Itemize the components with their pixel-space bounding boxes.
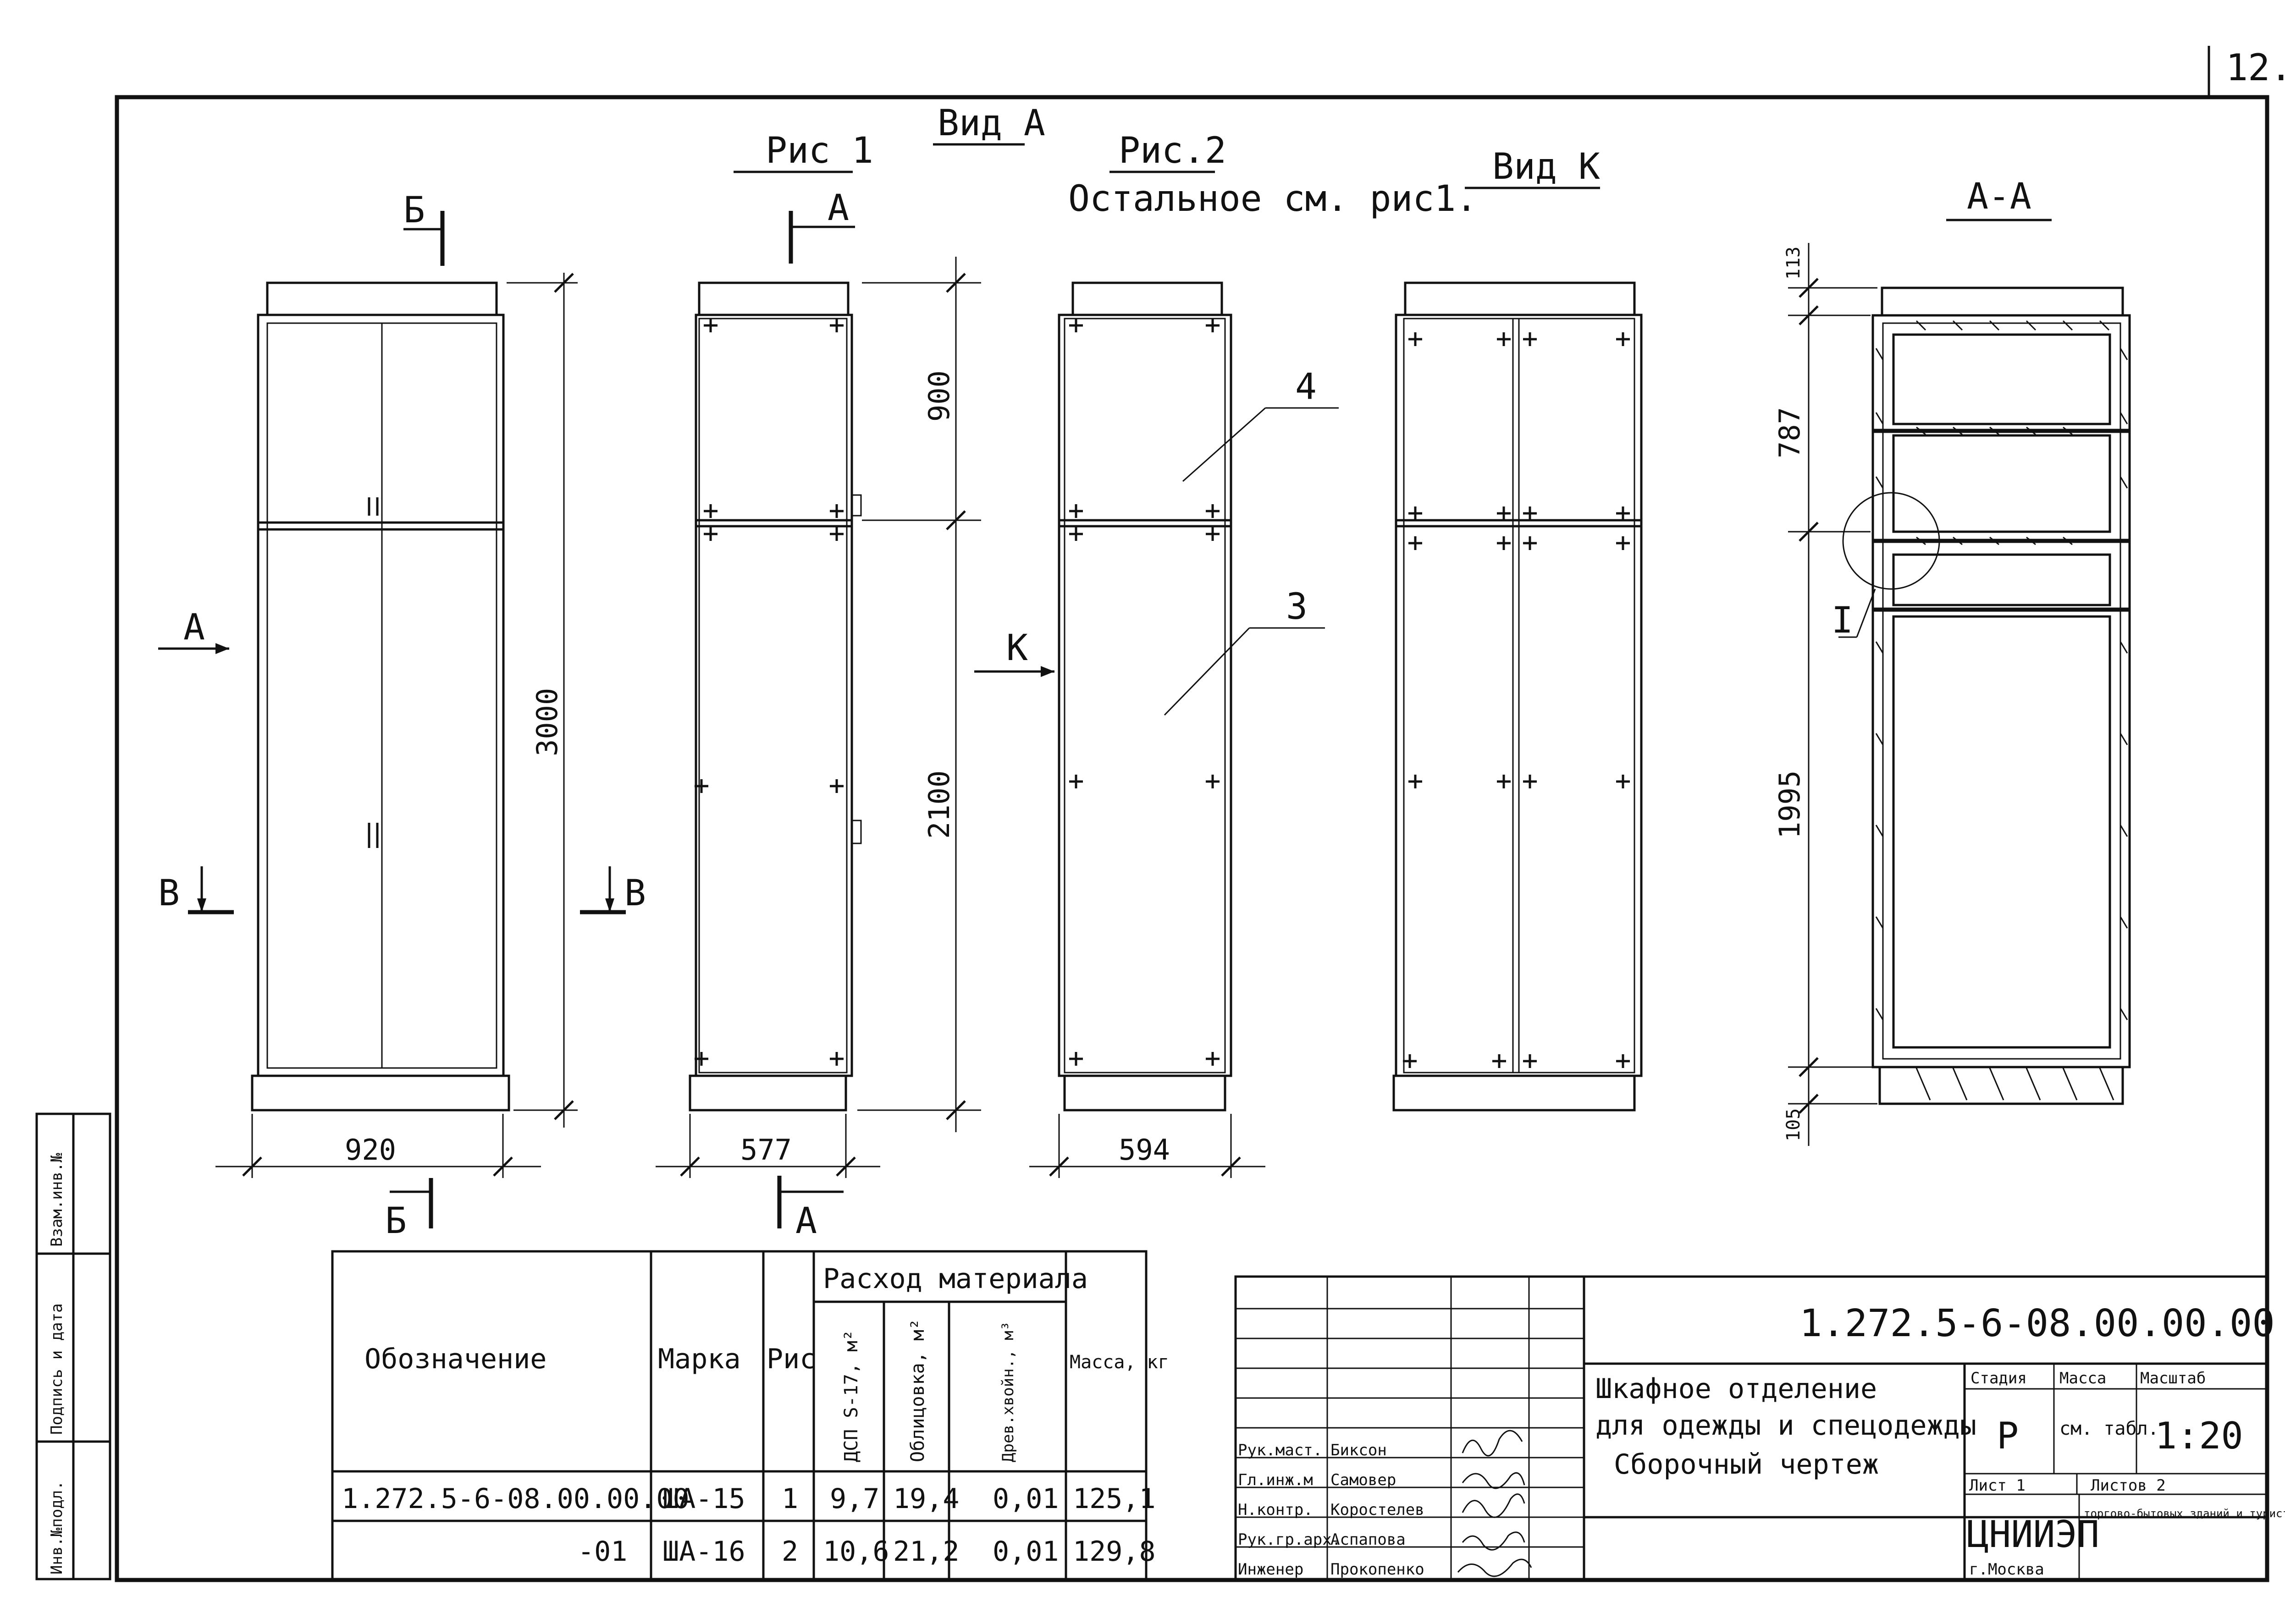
sig-name-3: Коростелев (1330, 1501, 1424, 1519)
title-section-aa: А-А (1967, 176, 2031, 217)
section-aa: I 113 787 1995 105 (1773, 243, 2131, 1146)
scale-label: Масштаб (2140, 1369, 2206, 1387)
org-name: ЦНИИЭП (1967, 1513, 2099, 1556)
position-4: 4 (1295, 366, 1317, 407)
cut-mark-v-left: В (158, 866, 234, 914)
sig-role-2: Гл.инж.м (1238, 1471, 1313, 1489)
dim-width-side2: 594 (1119, 1133, 1170, 1167)
svg-text:А: А (828, 187, 849, 229)
svg-text:К: К (1006, 628, 1028, 669)
dim-sec-base: 105 (1783, 1108, 1804, 1141)
title-ris1: Рис 1 (766, 130, 873, 171)
spec-table: Обозначение Марка Рис Расход материала Д… (331, 1250, 1169, 1580)
cut-mark-v-right: В (580, 866, 646, 914)
sig-name-4: Аспапова (1330, 1530, 1406, 1549)
cut-mark-b-top: Б (403, 190, 445, 266)
row1-oblic: 19,4 (893, 1483, 960, 1515)
cut-mark-a-top: А (789, 187, 855, 264)
stamp-vzam: Взам.инв.№ (48, 1153, 66, 1247)
title-block: 1.272.5-6-08.00.00.00 СБ Шкафное отделен… (1234, 1275, 2285, 1580)
sheet-number: Лист 1 (1969, 1476, 2026, 1495)
view-ris1-side: 577 900 2100 (656, 257, 981, 1178)
cut-mark-a-bottom: А (777, 1176, 844, 1242)
stamp-inv-podl: Инв.№подл. (48, 1481, 66, 1574)
view-k (1392, 281, 1643, 1112)
head-designation: Обозначение (364, 1343, 546, 1375)
dim-height-upper: 900 (922, 370, 956, 422)
row2-designation: -01 (578, 1536, 627, 1568)
title-ris2: Рис.2 (1119, 130, 1226, 171)
doc-title-3: Сборочный чертеж (1614, 1448, 1879, 1481)
title-ris2-note: Остальное см. рис1. (1068, 178, 1477, 220)
sig-role-4: Рук.гр.арх. (1238, 1530, 1341, 1549)
row1-drev: 0,01 (993, 1483, 1059, 1515)
head-ris: Рис (767, 1343, 816, 1375)
row2-ris: 2 (782, 1536, 798, 1568)
view-ris2: 594 4 3 (1029, 281, 1339, 1178)
svg-text:В: В (624, 873, 646, 914)
row1-marka: ША-15 (662, 1483, 745, 1515)
svg-text:А: А (183, 607, 205, 648)
cut-mark-b-bottom: Б (385, 1178, 433, 1242)
stage-value: Р (1997, 1415, 2019, 1457)
dim-width-side: 577 (740, 1133, 792, 1167)
dim-sec-top: 113 (1783, 247, 1804, 280)
sig-role-3: Н.контр. (1238, 1501, 1313, 1519)
doc-title-1: Шкафное отделение (1595, 1373, 1877, 1405)
title-vid-k: Вид К (1492, 146, 1600, 187)
svg-text:В: В (158, 873, 180, 914)
row2-mass: 129,8 (1073, 1536, 1156, 1568)
row1-designation: 1.272.5-6-08.00.00.00 (342, 1483, 690, 1515)
corner-number: 12. (2226, 46, 2285, 89)
dim-width-front: 920 (345, 1133, 396, 1167)
view-titles: Вид А Рис 1 Рис.2 Остальное см. рис1. Ви… (734, 103, 2052, 221)
dim-height-lower: 2100 (922, 771, 956, 839)
doc-title-2: для одежды и спецодежды (1595, 1409, 1976, 1442)
row1-mass: 125,1 (1073, 1483, 1156, 1515)
detail-mark: I (1832, 600, 1853, 641)
head-marka: Марка (658, 1343, 741, 1375)
svg-text:Б: Б (403, 190, 425, 231)
row2-oblic: 21,2 (893, 1536, 960, 1568)
view-arrow-k: К (974, 628, 1054, 677)
head-oblic: Облицовка, м² (907, 1319, 928, 1462)
handwritten-signatures (1457, 1430, 1532, 1577)
sig-name-5: Прокопенко (1330, 1560, 1424, 1579)
head-drev: Древ.хвойн., м³ (999, 1321, 1017, 1462)
row2-marka: ША-16 (662, 1536, 745, 1568)
side-stamp: Инв.№подл. Подпись и дата Взам.инв.№ (35, 1112, 111, 1580)
sig-role-5: Инженер (1238, 1560, 1303, 1579)
scale-value: 1:20 (2155, 1415, 2243, 1457)
mass-value: см. табл. (2059, 1418, 2159, 1439)
stamp-podpis: Подпись и дата (48, 1303, 66, 1435)
sheet-frame (115, 95, 2269, 1582)
org-city: г.Москва (1969, 1560, 2044, 1579)
view-a-front: 920 3000 (215, 273, 578, 1178)
row1-ris: 1 (782, 1483, 798, 1515)
view-arrow-a: А (158, 607, 229, 654)
doc-code: 1.272.5-6-08.00.00.00 СБ (1799, 1302, 2285, 1345)
head-material: Расход материала (823, 1263, 1088, 1295)
sig-role-1: Рук.маст. (1238, 1441, 1322, 1459)
mass-label: Масса (2059, 1369, 2106, 1387)
head-mass: Масса, кг (1070, 1352, 1169, 1373)
title-vid-a: Вид А (938, 103, 1045, 144)
dim-sec-upper: 787 (1773, 407, 1806, 458)
svg-text:Б: Б (385, 1200, 407, 1242)
sig-name-1: Биксон (1330, 1441, 1387, 1459)
stage-label: Стадия (1970, 1369, 2027, 1387)
svg-text:А: А (795, 1200, 817, 1242)
org-desc: торгово-бытовых зданий и туристских комп… (2084, 1507, 2285, 1520)
row1-dsp: 9,7 (830, 1483, 879, 1515)
head-dsp: ДСП S-17, м² (841, 1330, 862, 1462)
dim-height-total: 3000 (530, 688, 564, 756)
position-3: 3 (1286, 586, 1308, 628)
sheets-total: Листов 2 (2091, 1476, 2166, 1495)
dim-sec-lower: 1995 (1773, 771, 1806, 839)
row2-dsp: 10,6 (823, 1536, 889, 1568)
row2-drev: 0,01 (993, 1536, 1059, 1568)
sig-name-2: Самовер (1330, 1471, 1396, 1489)
